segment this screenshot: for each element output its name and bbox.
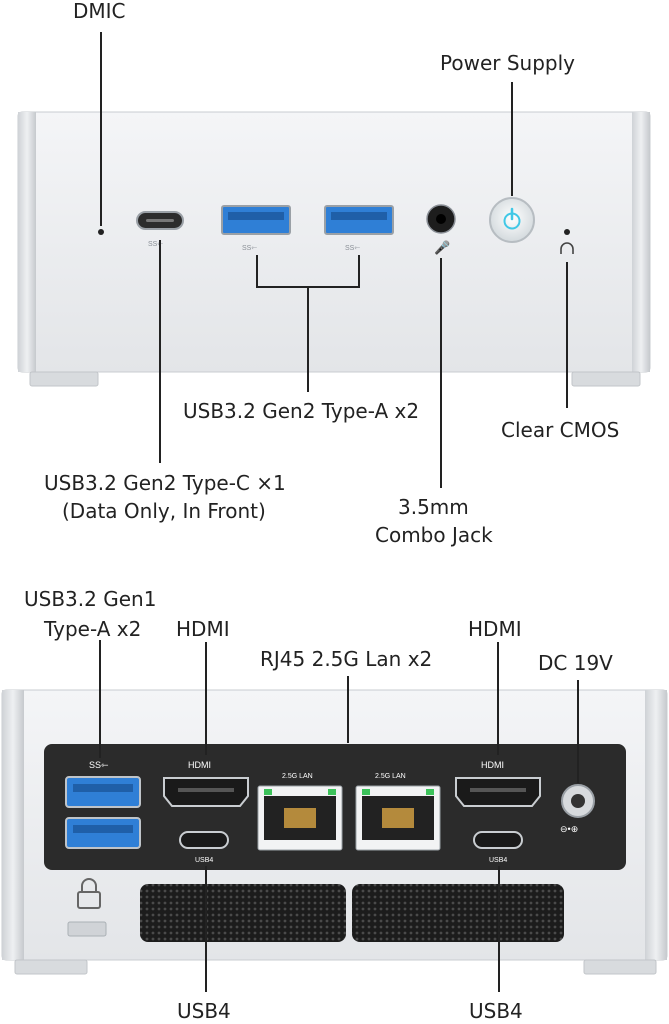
usb4-left-panel-label: USB4 (195, 857, 213, 864)
vent-left (140, 884, 346, 942)
front-usb-a-port-2 (324, 205, 394, 235)
usb4-right-label: USB4 (469, 999, 523, 1023)
rear-view: SS⇽ HDMI USB4 2.5G LAN 2.5G LAN (1, 587, 668, 1023)
front-chassis-left-edge (18, 112, 36, 372)
dc-jack-inner (571, 794, 585, 808)
mic-icon: 🎤 (434, 239, 450, 256)
usb-a-front-label: USB3.2 Gen2 Type-A x2 (183, 399, 419, 423)
jack-label-line2: Combo Jack (375, 523, 493, 547)
usb-a-front-leader (256, 255, 360, 392)
clear-cmos-label: Clear CMOS (501, 418, 619, 442)
hdmi-right-panel-label: HDMI (481, 760, 504, 770)
rear-chassis-left-edge (2, 690, 24, 960)
dc-polarity-icon: ⊖•⊕ (560, 824, 578, 834)
rj45-port-left (257, 785, 343, 851)
front-foot-right (571, 371, 641, 387)
rear-usb-a-port-1 (65, 776, 141, 808)
dmic-label: DMIC (73, 0, 126, 23)
combo-jack-inner (436, 214, 446, 224)
lan-right-panel-label: 2.5G LAN (375, 773, 406, 780)
dmic-hole (98, 229, 104, 235)
lan-left-panel-label: 2.5G LAN (282, 773, 313, 780)
usb4-left-label: USB4 (177, 999, 231, 1023)
rear-foot-left (14, 959, 88, 975)
front-usb-a-2-ss-mark: SS⇽ (345, 245, 360, 252)
hdmi-right-label: HDMI (468, 617, 522, 641)
usb-c-front-label-line2: (Data Only, In Front) (62, 499, 266, 523)
hdmi-port-right-tongue (470, 788, 526, 792)
hdmi-port-left-tongue (178, 788, 234, 792)
front-usb-c-tongue (146, 219, 174, 222)
usb4-port-right (473, 831, 523, 849)
power-supply-label: Power Supply (440, 51, 575, 75)
usb4-right-panel-label: USB4 (489, 857, 507, 864)
hdmi-left-panel-label: HDMI (188, 760, 211, 770)
front-chassis-right-edge (632, 112, 650, 372)
front-view: SS⇽ SS⇽ SS⇽ 🎤 DMIC Power Suppl (17, 0, 651, 547)
usb-gen1-label-line2: Type-A x2 (43, 617, 141, 641)
jack-label-line1: 3.5mm (398, 495, 469, 519)
clear-cmos-hole (564, 229, 570, 235)
front-usb-a-port-1 (221, 205, 291, 235)
usb-gen1-label-line1: USB3.2 Gen1 (24, 587, 156, 611)
headphone-icon (560, 242, 574, 254)
front-usb-c-ss-mark: SS⇽ (148, 241, 163, 248)
front-usb-a-1-ss-mark: SS⇽ (242, 245, 257, 252)
vent-right (352, 884, 564, 942)
kensington-slot (67, 921, 107, 937)
dc-label: DC 19V (538, 651, 613, 675)
lock-icon (77, 878, 101, 909)
usb4-port-left (179, 831, 229, 849)
rear-foot-right (583, 959, 657, 975)
rear-usb-ss-mark: SS⇽ (89, 760, 109, 770)
hdmi-left-label: HDMI (176, 617, 230, 641)
front-chassis (17, 111, 651, 373)
rear-chassis-right-edge (645, 690, 667, 960)
front-foot-left (29, 371, 99, 387)
usb-c-front-label-line1: USB3.2 Gen2 Type-C ×1 (44, 471, 286, 495)
rear-usb-a-port-2 (65, 817, 141, 849)
rj45-port-right (355, 785, 441, 851)
rj45-label: RJ45 2.5G Lan x2 (260, 647, 432, 671)
